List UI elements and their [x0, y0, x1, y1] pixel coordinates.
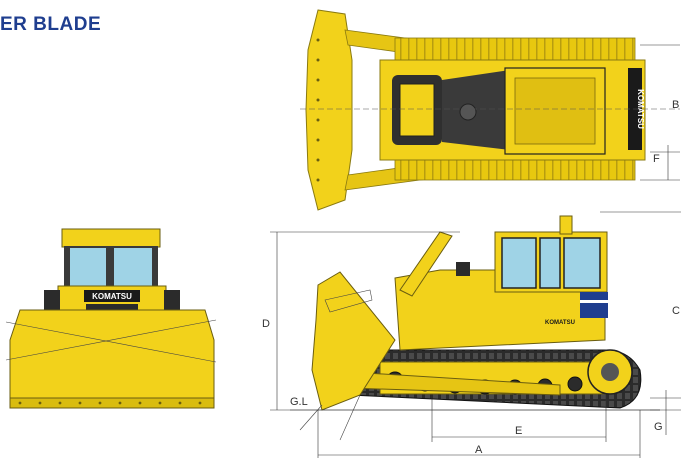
ground-line-label: G.L: [290, 396, 308, 408]
brand-text-top: KOMATSU: [636, 89, 645, 129]
dimension-d: [270, 231, 460, 411]
section-heading: ER BLADE: [0, 14, 102, 35]
dimension-label-f: F: [653, 153, 660, 165]
dimension-label-g: G: [654, 421, 663, 433]
dimension-a: [317, 410, 641, 458]
side-view: KOMATSU: [299, 215, 642, 441]
dimension-label-b: B: [672, 99, 679, 111]
brand-text-front: KOMATSU: [92, 292, 132, 301]
brand-text-side: KOMATSU: [545, 320, 575, 326]
dimension-g: [650, 390, 681, 435]
dimension-label-d: D: [262, 318, 270, 330]
front-view: KOMATSU: [5, 228, 217, 409]
dimension-label-e: E: [515, 425, 522, 437]
dimension-e: [431, 395, 607, 442]
top-view: KOMATSU: [300, 9, 680, 211]
dimension-label-a: A: [475, 444, 483, 456]
dimension-label-c: C: [672, 305, 680, 317]
